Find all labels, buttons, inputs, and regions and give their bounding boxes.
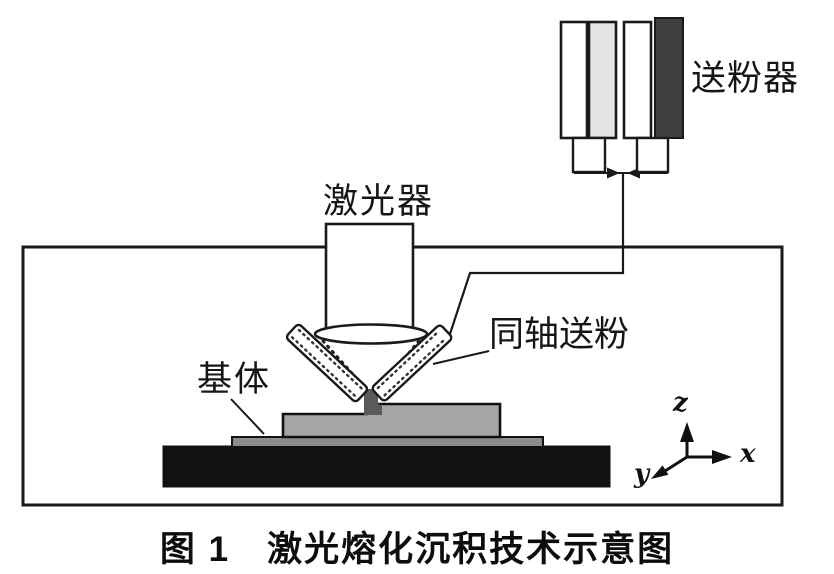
nozzle-right-body — [371, 324, 453, 402]
x-axis-arrow-icon — [712, 450, 732, 464]
y-axis-line — [664, 455, 688, 473]
axis-triad — [651, 422, 732, 479]
z-axis-label: z — [673, 388, 688, 418]
powder-feeder-label: 送粉器 — [691, 59, 800, 98]
coaxial-leader-line — [432, 350, 490, 365]
feeder-flow-arrow-left-icon — [607, 167, 620, 179]
z-axis-arrow-icon — [680, 422, 694, 442]
nozzle-right-knurl-bottom — [383, 336, 448, 397]
laser-head-box — [324, 222, 415, 332]
laser-label: 激光器 — [323, 182, 435, 221]
deposited-layer — [281, 402, 502, 439]
powder-feed-tube-line — [446, 173, 625, 341]
worktable-plate — [162, 445, 611, 488]
nozzle-right-knurl-top — [376, 329, 441, 390]
x-axis-label: x — [740, 439, 756, 469]
feeder-tube-4 — [654, 17, 684, 139]
y-axis-arrow-icon — [651, 465, 669, 479]
feeder-tube-3 — [622, 20, 653, 140]
coaxial-powder-label: 同轴送粉 — [489, 315, 630, 354]
coaxial-nozzle-left — [285, 323, 369, 403]
feeder-outlet-2 — [635, 136, 670, 174]
y-axis-label: y — [634, 459, 650, 489]
feeder-outlet-1 — [571, 136, 607, 174]
nozzle-left-knurl-bottom — [290, 336, 357, 398]
substrate-leader-line — [230, 398, 265, 435]
substrate-plate — [231, 436, 544, 448]
figure-caption: 图 1 激光熔化沉积技术示意图 — [159, 530, 675, 569]
feeder-tube-2 — [587, 20, 618, 140]
coaxial-nozzle-right — [371, 324, 453, 402]
feeder-tube-1 — [559, 20, 589, 140]
focusing-lens — [313, 323, 429, 345]
substrate-label: 基体 — [197, 360, 272, 399]
nozzle-left-body — [285, 323, 369, 403]
nozzle-left-knurl-top — [297, 328, 364, 390]
